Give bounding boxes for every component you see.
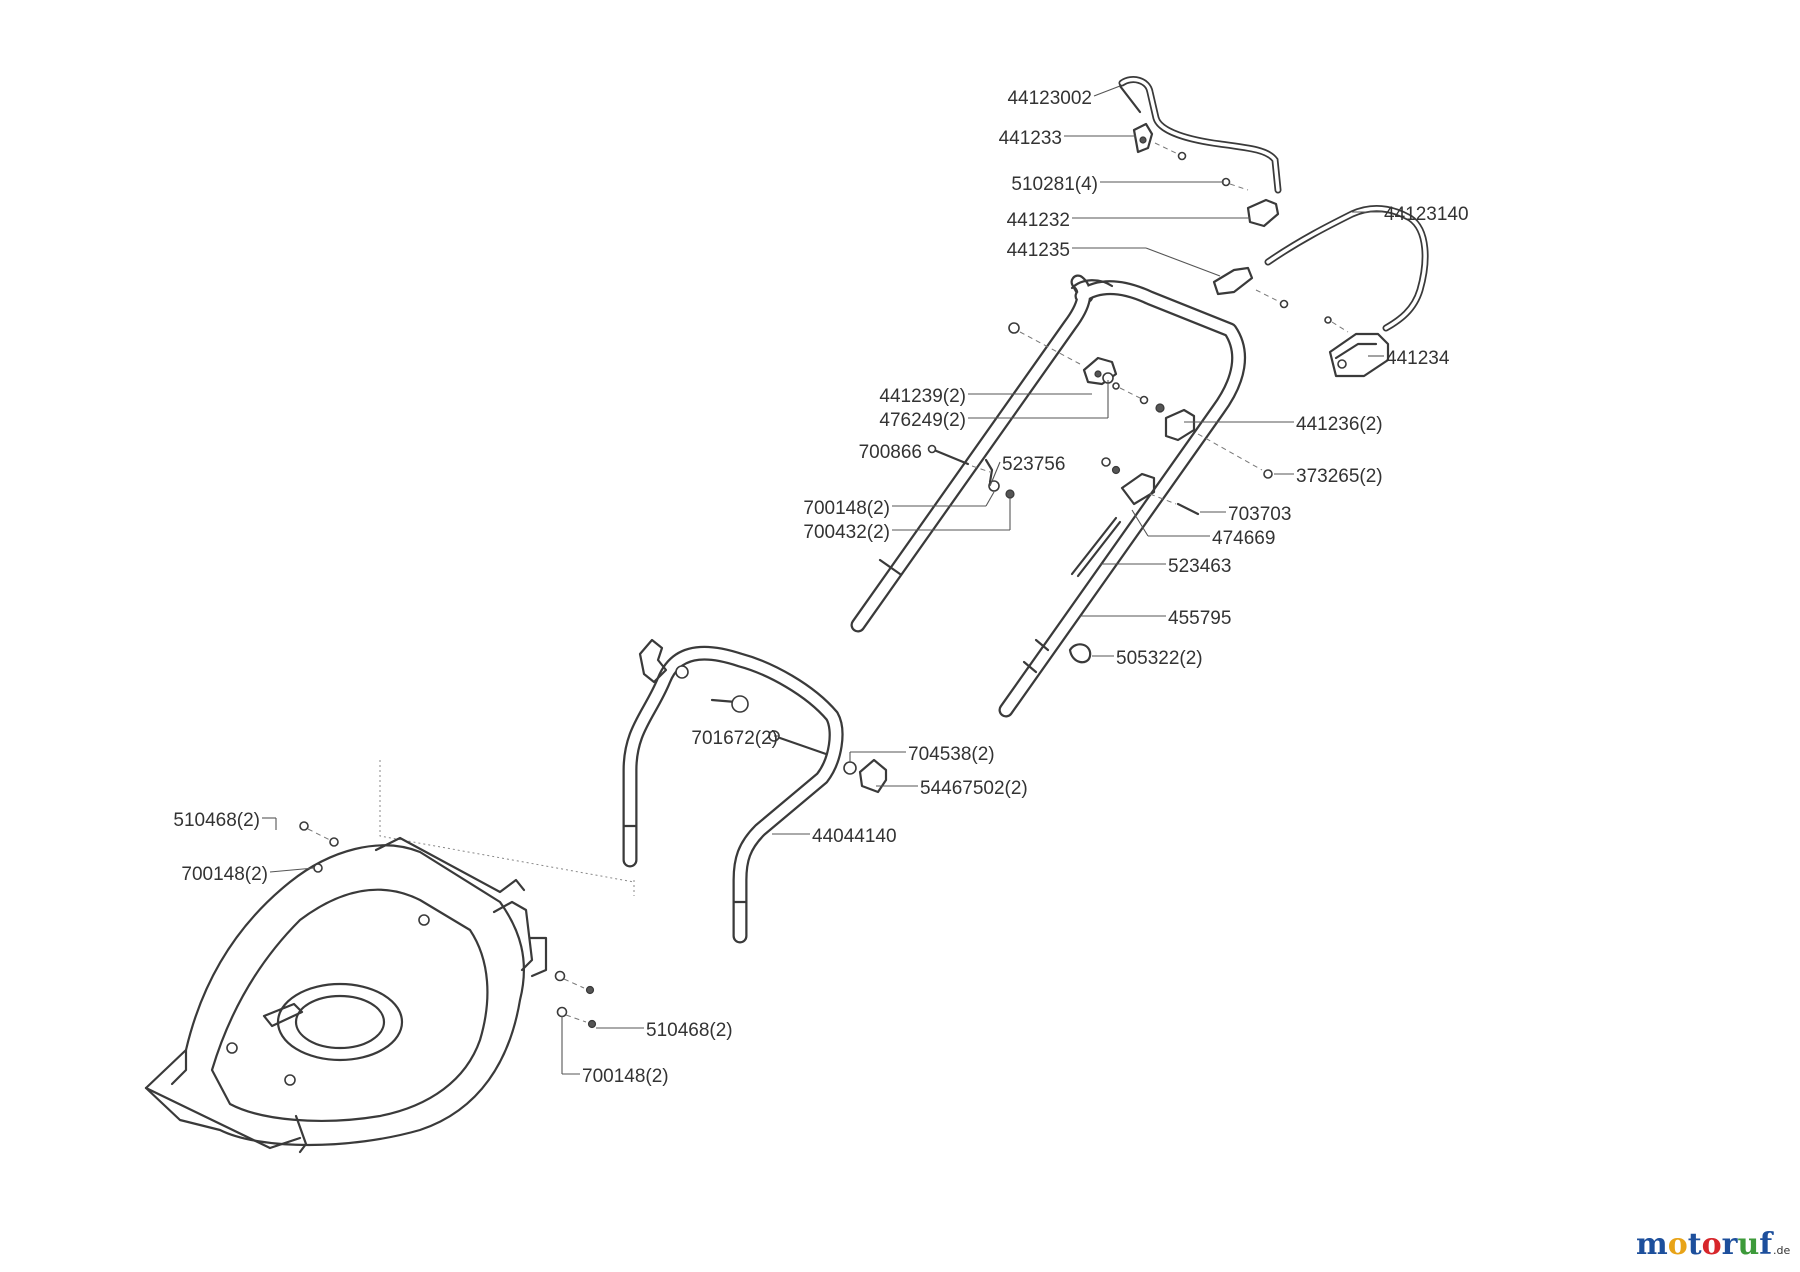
logo-letter: o <box>1668 1227 1688 1262</box>
part-label-700866: 700866 <box>859 442 922 463</box>
logo-letter: t <box>1688 1227 1702 1262</box>
part-label-441239: 441239(2) <box>879 386 966 407</box>
part-label-704538: 704538(2) <box>908 744 995 765</box>
logo-letter: m <box>1636 1227 1668 1262</box>
part-label-510468-right: 510468(2) <box>646 1020 733 1041</box>
part-label-441232: 441232 <box>1007 210 1070 231</box>
part-label-700432: 700432(2) <box>803 522 890 543</box>
part-label-510281: 510281(4) <box>1011 174 1098 195</box>
part-label-505322: 505322(2) <box>1116 648 1203 669</box>
logo-letter: r <box>1722 1227 1739 1262</box>
leader-lines <box>262 85 1384 1075</box>
upper-handle-drawing <box>850 274 1247 718</box>
logo-letter: f <box>1759 1227 1774 1262</box>
logo-letter: o <box>1702 1227 1722 1262</box>
mower-deck-drawing <box>144 836 548 1154</box>
part-label-441235: 441235 <box>1007 240 1070 261</box>
knob-hardware-drawing <box>638 638 888 794</box>
part-label-44123002: 44123002 <box>1007 88 1092 109</box>
logo-suffix: .de <box>1773 1244 1790 1257</box>
part-label-523463: 523463 <box>1168 556 1231 577</box>
part-label-441233: 441233 <box>999 128 1062 149</box>
part-label-373265: 373265(2) <box>1296 466 1383 487</box>
part-labels: 44123002 441233 510281(4) 441232 441235 … <box>173 88 1468 1087</box>
logo-wordmark: motoruf <box>1636 1227 1774 1262</box>
part-label-523756: 523756 <box>1002 454 1065 475</box>
part-label-455795: 455795 <box>1168 608 1231 629</box>
part-label-44044140: 44044140 <box>812 826 897 847</box>
drive-cable-drawing <box>1264 205 1429 332</box>
bail-cable-drawing <box>1118 76 1282 194</box>
deck-alignment-lines <box>379 760 635 896</box>
part-label-441234: 441234 <box>1386 348 1450 369</box>
part-label-703703: 703703 <box>1228 504 1291 525</box>
part-label-510468-left: 510468(2) <box>173 810 260 831</box>
part-label-44123140: 44123140 <box>1384 204 1469 225</box>
part-label-700148-upper: 700148(2) <box>803 498 890 519</box>
part-label-700148-right: 700148(2) <box>582 1066 669 1087</box>
deck-hardware-drawing <box>299 821 597 1029</box>
cable-clips-drawing <box>1132 122 1289 309</box>
part-label-476249: 476249(2) <box>879 410 966 431</box>
part-label-54467502: 54467502(2) <box>920 778 1028 799</box>
lever-housing-drawing <box>1324 316 1390 378</box>
logo-letter: u <box>1737 1227 1759 1262</box>
part-label-700148-left: 700148(2) <box>181 864 268 885</box>
part-label-474669: 474669 <box>1212 528 1275 549</box>
lower-handle-drawing <box>622 645 844 944</box>
motoruf-logo: motoruf .de <box>1636 1227 1790 1262</box>
upper-handle-hardware-drawing <box>927 322 1273 664</box>
part-label-441236: 441236(2) <box>1296 414 1383 435</box>
part-label-701672: 701672(2) <box>691 728 778 749</box>
